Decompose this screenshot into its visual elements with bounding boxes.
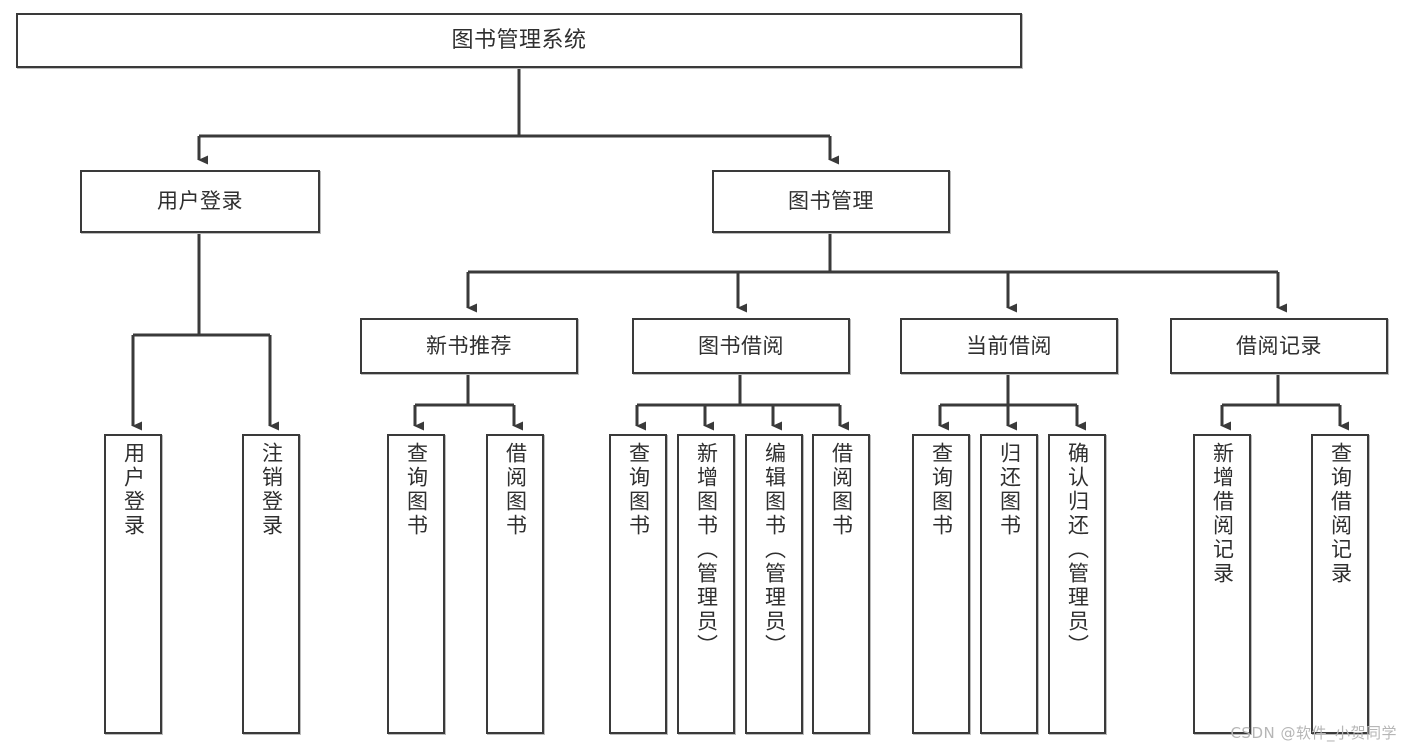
node-label: 查询图书 bbox=[929, 442, 954, 538]
node-label: 图书管理系统 bbox=[451, 27, 587, 53]
node-label: 查询图书 bbox=[626, 442, 651, 538]
leaf-query-borrow-record[interactable]: 查询借阅记录 bbox=[1311, 434, 1369, 734]
node-label: 借阅图书 bbox=[829, 442, 854, 538]
node-label: 新增借阅记录 bbox=[1210, 442, 1235, 586]
leaf-borrow-book-1[interactable]: 借阅图书 bbox=[486, 434, 544, 734]
node-label: 新书推荐 bbox=[426, 333, 512, 358]
node-label: 查询借阅记录 bbox=[1328, 442, 1353, 586]
node-label: 用户登录 bbox=[121, 442, 146, 538]
node-borrow-record[interactable]: 借阅记录 bbox=[1170, 318, 1388, 374]
leaf-logout-login[interactable]: 注销登录 bbox=[242, 434, 300, 734]
leaf-borrow-book-2[interactable]: 借阅图书 bbox=[812, 434, 870, 734]
node-label: 借阅图书 bbox=[503, 442, 528, 538]
node-label: 注销登录 bbox=[259, 442, 284, 538]
leaf-confirm-return[interactable]: 确认归还（管理员） bbox=[1048, 434, 1106, 734]
node-label: 查询图书 bbox=[404, 442, 429, 538]
node-label: 用户登录 bbox=[157, 189, 243, 214]
csdn-watermark: CSDN @软件_小贺同学 bbox=[1230, 724, 1397, 742]
leaf-user-login[interactable]: 用户登录 bbox=[104, 434, 162, 734]
node-label: 归还图书 bbox=[997, 442, 1022, 538]
leaf-edit-book[interactable]: 编辑图书（管理员） bbox=[745, 434, 803, 734]
node-label: 借阅记录 bbox=[1236, 333, 1322, 358]
leaf-query-book-3[interactable]: 查询图书 bbox=[912, 434, 970, 734]
node-label: 编辑图书（管理员） bbox=[762, 442, 787, 658]
node-label: 新增图书（管理员） bbox=[694, 442, 719, 658]
node-label: 确认归还（管理员） bbox=[1065, 442, 1090, 658]
leaf-add-book[interactable]: 新增图书（管理员） bbox=[677, 434, 735, 734]
leaf-return-book[interactable]: 归还图书 bbox=[980, 434, 1038, 734]
node-new-book-recommend[interactable]: 新书推荐 bbox=[360, 318, 578, 374]
node-label: 当前借阅 bbox=[966, 333, 1052, 358]
node-label: 图书管理 bbox=[788, 189, 874, 214]
node-current-borrow[interactable]: 当前借阅 bbox=[900, 318, 1118, 374]
node-book-borrow[interactable]: 图书借阅 bbox=[632, 318, 850, 374]
node-book-management[interactable]: 图书管理 bbox=[712, 170, 950, 233]
node-root-book-management-system[interactable]: 图书管理系统 bbox=[16, 13, 1022, 68]
leaf-query-book-1[interactable]: 查询图书 bbox=[387, 434, 445, 734]
leaf-add-borrow-record[interactable]: 新增借阅记录 bbox=[1193, 434, 1251, 734]
node-user-login[interactable]: 用户登录 bbox=[80, 170, 320, 233]
leaf-query-book-2[interactable]: 查询图书 bbox=[609, 434, 667, 734]
node-label: 图书借阅 bbox=[698, 333, 784, 358]
